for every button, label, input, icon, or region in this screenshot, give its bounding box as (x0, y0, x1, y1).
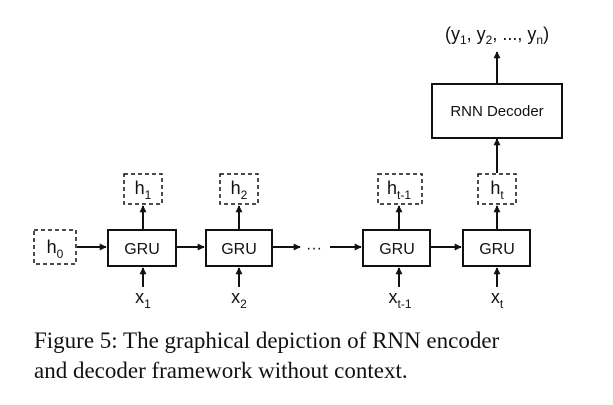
hidden-state-label: ht (490, 178, 504, 202)
gru-cell-t: GRU ht xt (462, 173, 531, 311)
hidden-state-box (123, 173, 163, 205)
rnn-decoder-box (431, 83, 563, 139)
input-label: xt-1 (388, 287, 411, 311)
hidden-state-box (477, 173, 517, 205)
gru-cell-1: GRU h1 x1 (107, 173, 177, 311)
hidden-state-label: h2 (231, 178, 248, 202)
input-label: x1 (135, 287, 151, 311)
caption-line-2: and decoder framework without context. (34, 358, 408, 383)
gru-box (462, 229, 531, 267)
gru-cell-2: GRU h2 x2 (205, 173, 273, 311)
hidden-state-box (377, 173, 423, 205)
hidden-state-label: ht-1 (387, 178, 411, 202)
gru-box (362, 229, 431, 267)
hidden-state-label: h1 (135, 178, 152, 202)
gru-label: GRU (124, 241, 160, 258)
hidden-state-box (219, 173, 259, 205)
gru-cell-t-minus-1: GRU ht-1 xt-1 (362, 173, 431, 311)
input-label: x2 (231, 287, 247, 311)
input-label: xt (491, 287, 504, 311)
sequence-gap-ellipsis: ··· (306, 240, 322, 257)
initial-state-label: h0 (47, 237, 64, 261)
gru-label: GRU (221, 241, 257, 258)
gru-label: GRU (479, 241, 515, 258)
gru-box (205, 229, 273, 267)
initial-state-box (33, 229, 77, 265)
rnn-decoder-label: RNN Decoder (450, 103, 543, 120)
figure-caption: Figure 5: The graphical depiction of RNN… (34, 326, 594, 386)
gru-box (107, 229, 177, 267)
gru-label: GRU (379, 241, 415, 258)
decoder-output-label: (y1, y2, ..., yn) (445, 24, 549, 47)
caption-line-1: Figure 5: The graphical depiction of RNN… (34, 328, 500, 353)
